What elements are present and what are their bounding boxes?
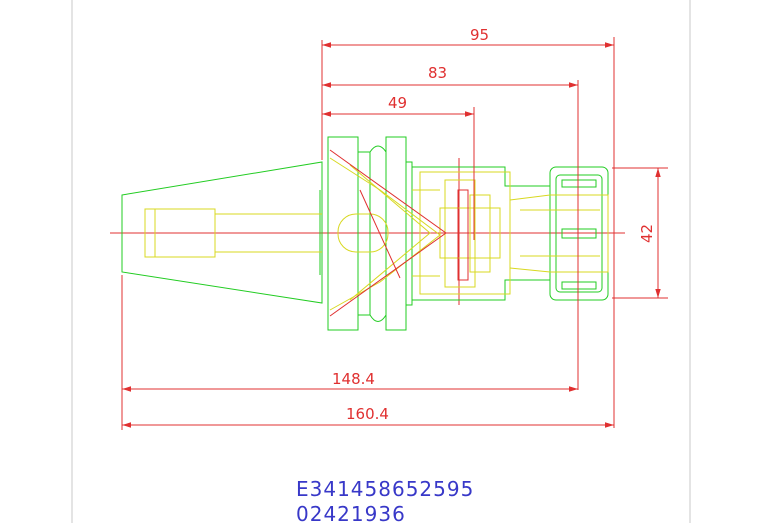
dim-label-83: 83: [428, 64, 447, 82]
part-code: E341458652595: [296, 477, 475, 501]
part-number: 02421936: [296, 502, 406, 526]
collet-slots: [561, 179, 597, 290]
dim-label-160: 160.4: [346, 405, 389, 423]
dim-label-42: 42: [638, 224, 656, 243]
flange-groove: [357, 151, 371, 316]
drawbar-bore: [144, 208, 216, 258]
section-lines: [329, 149, 469, 317]
dim-label-148: 148.4: [332, 370, 375, 388]
sheet-frame: [71, 0, 691, 523]
taper-shank: [121, 161, 323, 304]
dimension-lines: [121, 37, 668, 430]
holder-inner: [144, 157, 609, 311]
dim-label-95: 95: [470, 26, 489, 44]
dim-label-49: 49: [388, 94, 407, 112]
